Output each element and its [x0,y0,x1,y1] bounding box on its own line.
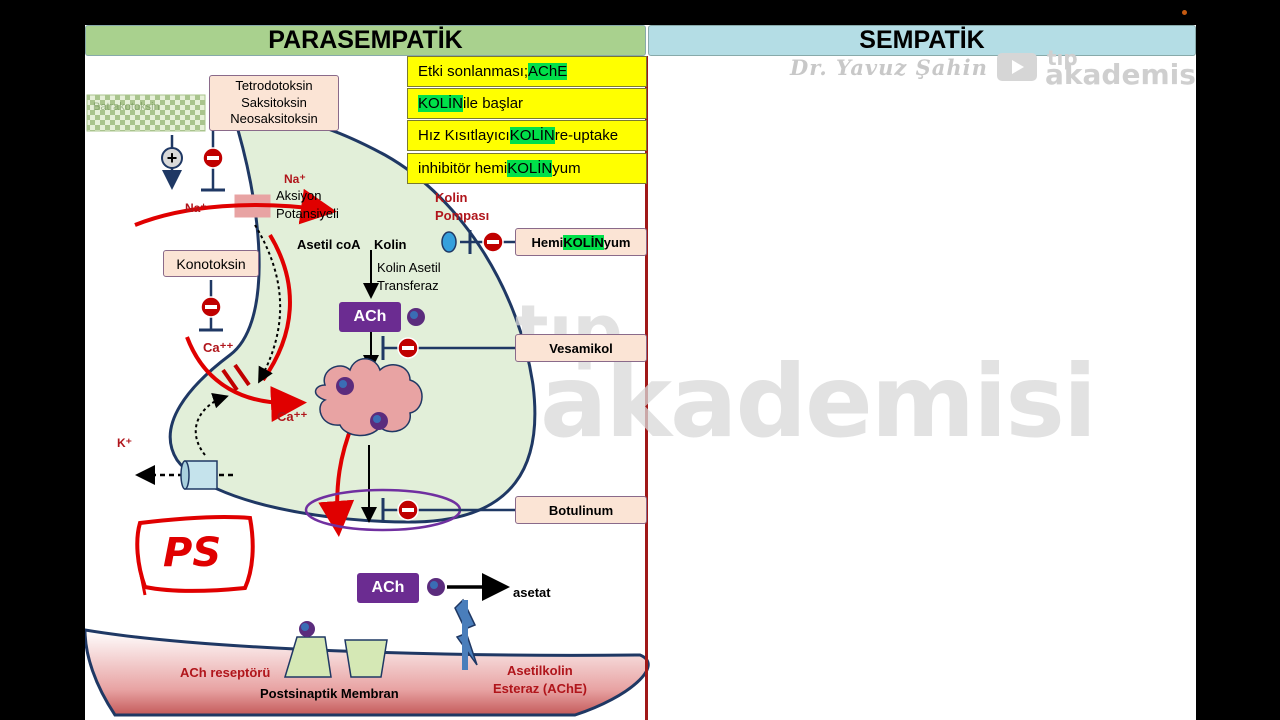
ache-label-1: Asetilkolin [507,663,573,678]
kolin-label: Kolin [374,237,407,252]
logo-play-icon [997,53,1037,81]
recording-dot [1182,10,1187,15]
potansiyeli-label: Potansiyeli [276,206,339,221]
info-box-1: Etki sonlanması; AChE [407,56,647,87]
k-label: K⁺ [117,436,132,450]
column-divider [645,56,648,720]
asetat-label: asetat [513,585,551,600]
kolin-pompasi-label-1: Kolin [435,190,468,205]
ca-top-label: Ca⁺⁺ [203,340,234,355]
center-watermark-bottom: akademisi [540,343,1097,460]
ach-reseptor-label: ACh reseptörü [180,665,271,680]
batracho-box [86,94,206,132]
ach-box-top: ACh [339,302,401,332]
svg-text:+: + [167,148,178,168]
vesicle-cloud [314,358,423,437]
na-left-label: Na⁺ [185,201,207,215]
konotoksin-box: Konotoksin [163,250,259,277]
botulinum-box: Botulinum [515,496,647,524]
info-box-3: Hız Kısıtlayıcı KOLİN re-uptake [407,120,647,151]
info-box-2: KOLİN ile başlar [407,88,647,119]
header-sempatik: SEMPATİK [648,25,1196,56]
ach-box-bottom: ACh [357,573,419,603]
header-parasempatik: PARASEMPATİK [85,25,646,56]
na-top-label: Na⁺ [284,172,306,186]
ca-bottom-label: Ca⁺⁺ [277,409,308,424]
asetil-coa-label: Asetil coA [297,237,361,252]
kolin-pompasi-label-2: Pompası [435,208,490,223]
aksiyon-label: Aksiyon [276,188,322,203]
handwritten-ps: PS [163,530,222,576]
batrachotoxin-label: Batrakotoksin [93,101,160,113]
slide: + [85,25,1196,720]
logo-bottom: akademisi [1045,58,1196,91]
vesamikol-box: Vesamikol [515,334,647,362]
ache-label-2: Esteraz (AChE) [493,681,587,696]
logo-top: tıp [1047,46,1078,70]
kat-label-1: Kolin Asetil [377,260,441,275]
watermark-signature: Dr. Yavuz Şahin [790,55,988,80]
postsinaptik-label: Postsinaptik Membran [260,686,399,701]
kat-label-2: Transferaz [377,278,439,293]
